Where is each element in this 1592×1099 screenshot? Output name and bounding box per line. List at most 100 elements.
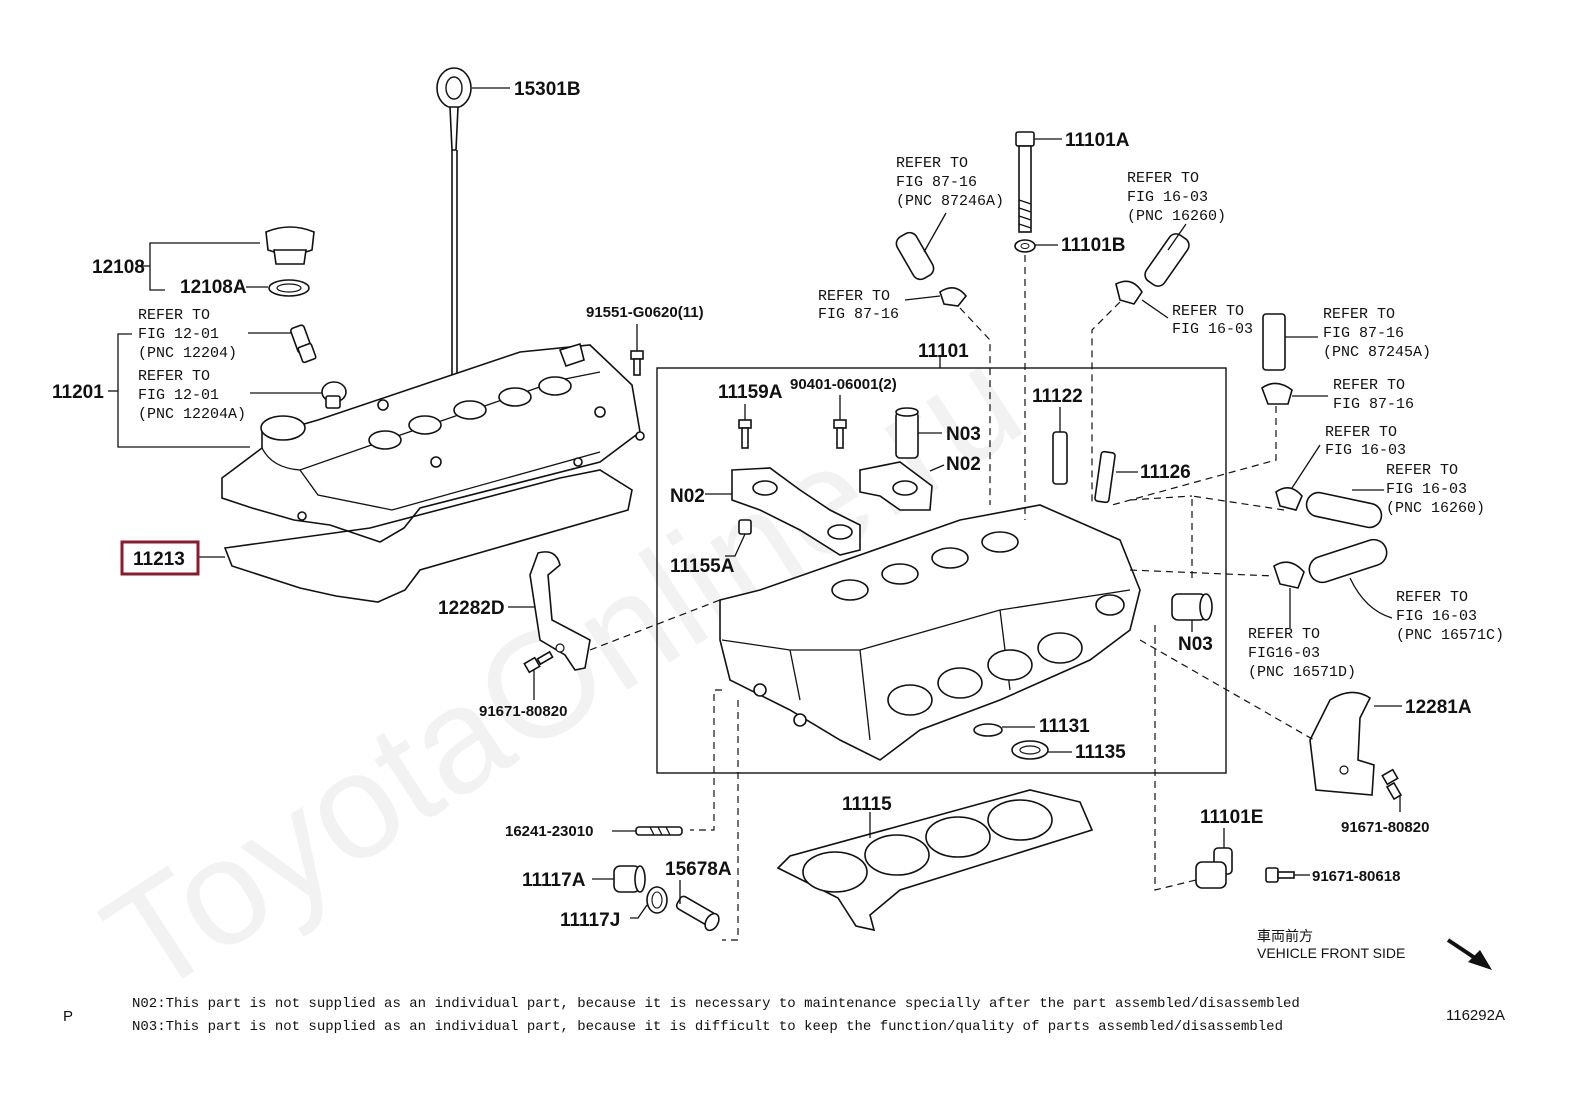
vehicle-front-label-en: VEHICLE FRONT SIDE	[1257, 945, 1406, 961]
vehicle-front-arrow-icon	[1446, 938, 1492, 970]
part-label-91551-G0620[interactable]: 91551-G0620(11)	[586, 304, 704, 321]
part-label-11155A[interactable]: 11155A	[670, 556, 735, 577]
part-label-11126[interactable]: 11126	[1140, 462, 1191, 483]
svg-text:FIG 87-16: FIG 87-16	[896, 174, 977, 191]
cylinder-head-illustration	[719, 504, 1141, 761]
refer-note-fig16-03-e[interactable]: REFER TO FIG 16-03 (PNC 16571C)	[1396, 589, 1504, 644]
head-gasket-illustration	[776, 789, 1094, 932]
sleeve-n03-illustration	[1171, 593, 1213, 621]
hose-clamp-e-illustration	[1273, 561, 1305, 589]
cam-cap-left-illustration	[731, 467, 861, 556]
valve-guide-11122-illustration	[1052, 431, 1068, 485]
hose-clamp-b-illustration	[1115, 280, 1143, 305]
svg-text:(PNC 87245A): (PNC 87245A)	[1323, 344, 1431, 361]
part-label-11213[interactable]: 11213	[133, 549, 185, 570]
svg-text:REFER TO: REFER TO	[1127, 170, 1199, 187]
part-label-N03-a[interactable]: N03	[946, 424, 981, 445]
note-n02: N02:This part is not supplied as an indi…	[132, 996, 1300, 1012]
svg-text:REFER TO: REFER TO	[138, 368, 210, 385]
bracket-12281A-illustration	[1309, 691, 1375, 796]
pin-15678A-illustration	[675, 895, 720, 932]
hose-clamp-c-illustration	[1261, 382, 1293, 405]
seal-11131-illustration	[973, 723, 1003, 737]
refer-note-fig87-16-d[interactable]: REFER TO FIG 87-16	[1333, 377, 1414, 413]
part-label-15678A[interactable]: 15678A	[665, 859, 732, 880]
part-label-N02-b[interactable]: N02	[946, 454, 981, 475]
part-label-12282D[interactable]: 12282D	[438, 598, 505, 619]
refer-note-fig12-01-b[interactable]: REFER TO FIG 12-01 (PNC 12204A)	[138, 368, 246, 423]
part-label-11101B[interactable]: 11101B	[1061, 235, 1125, 256]
refer-note-fig16-03-f[interactable]: REFER TO FIG16-03 (PNC 16571D)	[1248, 626, 1356, 681]
cylinder-head-cover-illustration	[221, 342, 645, 543]
part-label-91671-80618[interactable]: 91671-80618	[1312, 868, 1400, 885]
refer-note-fig87-16-b[interactable]: REFER TO FIG 87-16	[818, 288, 899, 323]
svg-text:FIG 87-16: FIG 87-16	[818, 306, 899, 323]
svg-text:REFER TO: REFER TO	[818, 288, 890, 305]
refer-note-fig16-03-b[interactable]: REFER TO FIG 16-03	[1172, 303, 1253, 338]
part-label-91671-80820-a[interactable]: 91671-80820	[479, 703, 567, 720]
refer-note-fig87-16-c[interactable]: REFER TO FIG 87-16 (PNC 87245A)	[1323, 306, 1431, 361]
part-label-11201[interactable]: 11201	[52, 382, 104, 403]
highlight-box-11213	[120, 540, 200, 576]
hose-87245A-illustration	[1262, 313, 1286, 371]
hose-16260-a-illustration	[1144, 233, 1190, 287]
refer-note-fig12-01-a[interactable]: REFER TO FIG 12-01 (PNC 12204)	[138, 307, 237, 362]
svg-text:REFER TO: REFER TO	[138, 307, 210, 324]
sensor-illustration	[1195, 847, 1233, 889]
cylinder-head-assembly-frame	[656, 367, 1227, 774]
hose-clamp-a-illustration	[939, 287, 968, 307]
refer-note-fig16-03-a[interactable]: REFER TO FIG 16-03 (PNC 16260)	[1127, 170, 1226, 225]
part-label-N02-a[interactable]: N02	[670, 486, 705, 507]
dowel-sleeve-illustration	[895, 407, 919, 459]
oil-filler-cap-illustration	[265, 226, 315, 297]
part-label-12108A[interactable]: 12108A	[180, 277, 247, 298]
part-label-12108[interactable]: 12108	[92, 257, 145, 278]
svg-text:FIG 16-03: FIG 16-03	[1396, 608, 1477, 625]
part-label-11131[interactable]: 11131	[1039, 716, 1090, 737]
part-label-91671-80820-c[interactable]: 91671-80820	[1341, 819, 1429, 836]
svg-text:(PNC 12204A): (PNC 12204A)	[138, 406, 246, 423]
svg-text:FIG 16-03: FIG 16-03	[1386, 481, 1467, 498]
plug-11117A-illustration	[613, 865, 646, 893]
refer-note-fig16-03-c[interactable]: REFER TO FIG 16-03	[1325, 424, 1406, 459]
svg-text:FIG 16-03: FIG 16-03	[1325, 442, 1406, 459]
part-label-11159A[interactable]: 11159A	[718, 382, 783, 403]
part-label-11101E[interactable]: 11101E	[1200, 807, 1263, 828]
page-marker: P	[63, 1008, 74, 1025]
svg-text:FIG 87-16: FIG 87-16	[1333, 396, 1414, 413]
part-label-11101A[interactable]: 11101A	[1065, 130, 1130, 151]
stud-illustration	[635, 826, 683, 836]
part-label-90401-06001[interactable]: 90401-06001(2)	[790, 376, 897, 393]
part-label-11117J[interactable]: 11117J	[560, 910, 620, 931]
part-label-11135[interactable]: 11135	[1075, 742, 1126, 763]
part-label-11117A[interactable]: 11117A	[522, 870, 586, 891]
part-label-11101[interactable]: 11101	[918, 341, 969, 362]
part-label-16241-23010[interactable]: 16241-23010	[505, 823, 593, 840]
bolt-illustration	[630, 350, 644, 376]
svg-text:(PNC 16260): (PNC 16260)	[1386, 500, 1485, 517]
part-label-11122[interactable]: 11122	[1032, 386, 1083, 407]
dowel-pin-illustration	[738, 519, 752, 535]
part-label-N03-b[interactable]: N03	[1178, 634, 1213, 655]
svg-text:REFER TO: REFER TO	[1396, 589, 1468, 606]
grommet-illustration	[321, 381, 347, 409]
part-label-15301B[interactable]: 15301B	[514, 79, 581, 100]
pcv-valve-illustration	[290, 324, 317, 364]
refer-note-fig16-03-d[interactable]: REFER TO FIG 16-03 (PNC 16260)	[1386, 462, 1485, 517]
svg-text:REFER TO: REFER TO	[1386, 462, 1458, 479]
head-bolt-illustration	[1015, 131, 1035, 233]
bolt-11159A-illustration	[738, 419, 752, 449]
refer-note-fig87-16-a[interactable]: REFER TO FIG 87-16 (PNC 87246A)	[896, 155, 1004, 210]
figure-id: 116292A	[1446, 1007, 1505, 1024]
svg-text:REFER TO: REFER TO	[1333, 377, 1405, 394]
svg-text:(PNC 16571D): (PNC 16571D)	[1248, 664, 1356, 681]
part-label-11115[interactable]: 11115	[842, 794, 892, 815]
svg-text:(PNC 16260): (PNC 16260)	[1127, 208, 1226, 225]
hose-clamp-d-illustration	[1275, 487, 1303, 511]
part-label-12281A[interactable]: 12281A	[1405, 697, 1472, 718]
bolt-91671-a-illustration	[523, 650, 554, 674]
svg-text:REFER TO: REFER TO	[896, 155, 968, 172]
svg-text:(PNC 16571C): (PNC 16571C)	[1396, 627, 1504, 644]
vehicle-front-label-jp: 車両前方	[1257, 928, 1313, 944]
note-n03: N03:This part is not supplied as an indi…	[132, 1019, 1283, 1035]
